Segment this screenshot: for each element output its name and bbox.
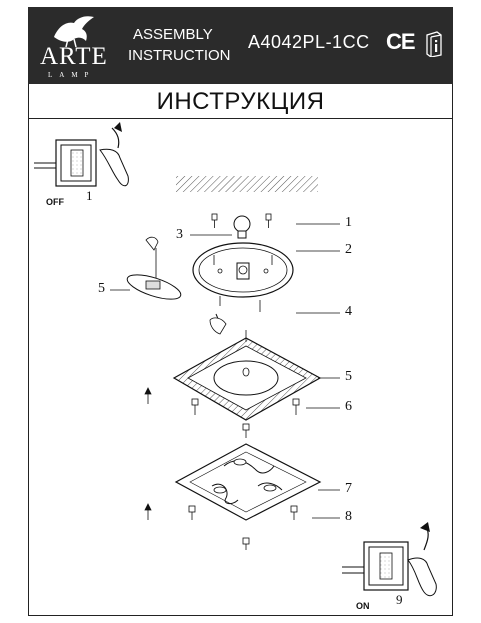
part-label-3: 3 <box>176 227 183 242</box>
brand-sub-text: LAMP <box>48 71 96 79</box>
part-label-4: 4 <box>345 304 352 319</box>
off-label: OFF <box>46 197 64 207</box>
ceiling-hatch <box>176 176 318 192</box>
document-type-line1: ASSEMBLY <box>133 26 213 43</box>
part-label-8: 8 <box>345 509 352 524</box>
document-type-line2: INSTRUCTION <box>128 47 231 64</box>
ce-mark-icon: CE <box>386 29 416 54</box>
glass-diffuser-panel <box>172 330 322 421</box>
brand-logo-text: ARTE <box>40 43 108 70</box>
screwdriver-illustration <box>209 313 227 335</box>
page-title: ИНСТРУКЦИЯ <box>156 88 325 115</box>
fixing-screws-row <box>144 387 300 438</box>
model-number: A4042PL-1CC <box>248 32 370 52</box>
part-label-7: 7 <box>345 481 352 496</box>
part-label-5-left: 5 <box>98 281 105 296</box>
part-label-6: 6 <box>345 399 352 414</box>
part-label-5-right: 5 <box>345 369 352 384</box>
wall-switch-on-illustration <box>342 522 437 597</box>
step-1-number: 1 <box>86 188 93 203</box>
part-leader-lines <box>110 223 340 519</box>
ceiling-base-plate <box>192 242 294 312</box>
wall-switch-off-illustration <box>34 122 129 187</box>
header-bar: ARTE LAMP ASSEMBLY INSTRUCTION A4042PL-1… <box>28 7 453 84</box>
on-label: ON <box>356 601 370 611</box>
part-label-1: 1 <box>345 215 352 230</box>
bottom-screws-row <box>144 503 298 550</box>
light-bulb-illustration <box>233 215 251 239</box>
step-9-number: 9 <box>396 592 403 607</box>
mounting-screws <box>211 213 272 228</box>
decorative-plate <box>174 443 322 521</box>
document-type: ASSEMBLY INSTRUCTION <box>128 24 231 66</box>
read-manual-icon <box>426 31 442 57</box>
part-label-2: 2 <box>345 242 352 257</box>
bird-logo-icon <box>54 16 94 48</box>
terminal-block-illustration <box>126 236 182 300</box>
title-box: ИНСТРУКЦИЯ <box>28 84 453 119</box>
